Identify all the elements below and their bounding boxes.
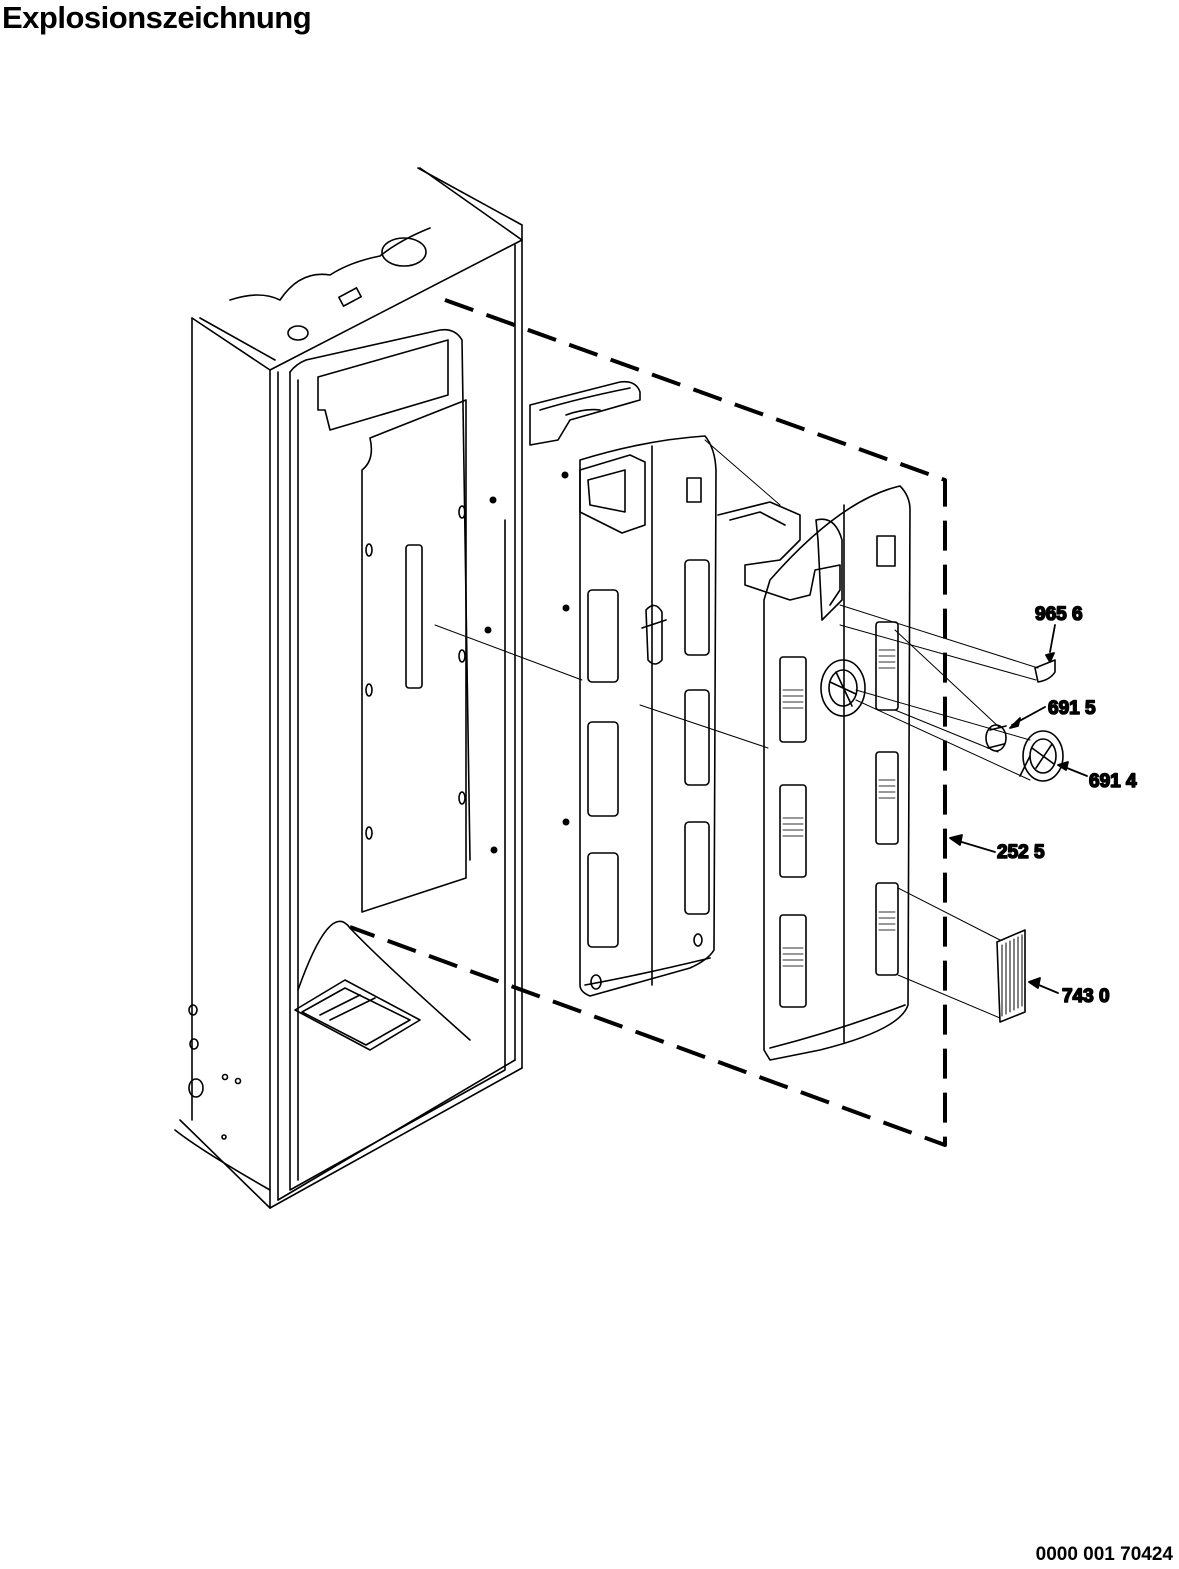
part-label-9656: 965 6	[1035, 604, 1083, 625]
small-parts	[985, 659, 1064, 1023]
leader-lines	[434, 439, 1039, 1019]
callout-arrows	[949, 624, 1088, 994]
cabinet-housing	[174, 167, 523, 1209]
part-label-7430: 743 0	[1062, 986, 1110, 1007]
part-label-6915: 691 5	[1048, 698, 1096, 719]
dashed-explosion-outline	[349, 298, 947, 1147]
part-label-6914: 691 4	[1089, 771, 1137, 792]
part-label-2525: 252 5	[997, 842, 1045, 863]
inner-cover-panel	[529, 380, 717, 997]
page-title: Explosionszeichnung	[2, 0, 312, 35]
front-cover-panel	[717, 485, 911, 1061]
document-number: 0000 001 70424	[1035, 1544, 1173, 1565]
